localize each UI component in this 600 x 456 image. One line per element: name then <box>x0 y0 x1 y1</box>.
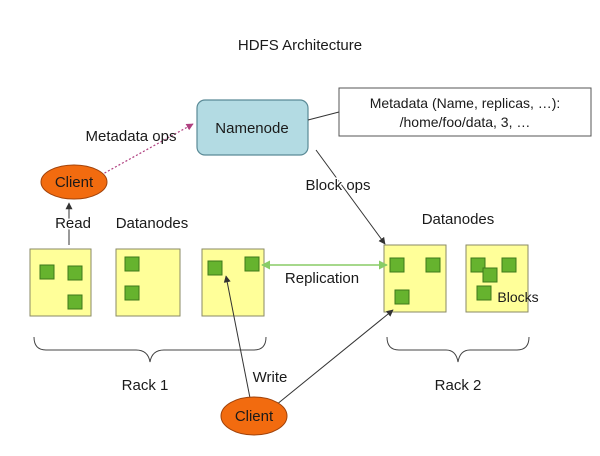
client-bottom: Client <box>220 396 288 436</box>
data-block <box>482 267 498 283</box>
data-block <box>470 257 486 273</box>
data-block <box>244 256 260 272</box>
replication-label: Replication <box>285 270 359 287</box>
data-block <box>476 285 492 301</box>
rack2-brace <box>386 336 530 363</box>
datanodes-label-right: Datanodes <box>422 211 495 228</box>
metadata-ops-arrow <box>100 123 194 176</box>
data-block <box>124 285 140 301</box>
data-block <box>425 257 441 273</box>
data-block <box>207 260 223 276</box>
namenode-box <box>196 99 309 156</box>
rack1-datanode-3 <box>201 248 265 317</box>
client-top: Client <box>40 164 108 200</box>
rack1-brace <box>33 336 267 363</box>
metadata-box: Metadata (Name, replicas, …): /home/foo/… <box>338 87 592 137</box>
write-arrow <box>223 275 251 399</box>
namenode-metadata-link <box>307 111 340 121</box>
client-bottom-ellipse <box>220 396 288 436</box>
rack1-label: Rack 1 <box>122 377 169 394</box>
read-label: Read <box>55 215 91 232</box>
rack2-label: Rack 2 <box>435 377 482 394</box>
namenode: Namenode <box>196 99 309 156</box>
data-block <box>124 256 140 272</box>
client-to-rack2-arrow <box>275 309 394 406</box>
rack2-datanode-2 <box>465 244 529 313</box>
data-block <box>389 257 405 273</box>
data-block <box>39 264 55 280</box>
rack1-datanode-1 <box>29 248 92 317</box>
client-bottom-label: Client <box>235 408 274 425</box>
block-ops-label: Block ops <box>305 177 370 194</box>
blocks-label: Blocks <box>497 289 538 305</box>
datanode-box <box>383 244 447 313</box>
diagram-title: HDFS Architecture <box>238 37 362 54</box>
metadata-line-2: /home/foo/data, 3, … <box>400 114 531 130</box>
namenode-label: Namenode <box>215 120 288 137</box>
metadata-line-1: Metadata (Name, replicas, …): <box>370 95 561 111</box>
client-top-ellipse <box>40 164 108 200</box>
data-block <box>67 265 83 281</box>
datanodes-label-left: Datanodes <box>116 215 189 232</box>
data-block <box>501 257 517 273</box>
block-ops-arrow <box>315 149 386 245</box>
rack2-datanode-1 <box>383 244 447 313</box>
rack1-datanode-2 <box>115 248 181 317</box>
metadata-rect <box>338 87 592 137</box>
write-label: Write <box>253 369 288 386</box>
client-top-label: Client <box>55 174 94 191</box>
data-block <box>394 289 410 305</box>
data-block <box>67 294 83 310</box>
metadata-ops-label: Metadata ops <box>86 128 177 145</box>
